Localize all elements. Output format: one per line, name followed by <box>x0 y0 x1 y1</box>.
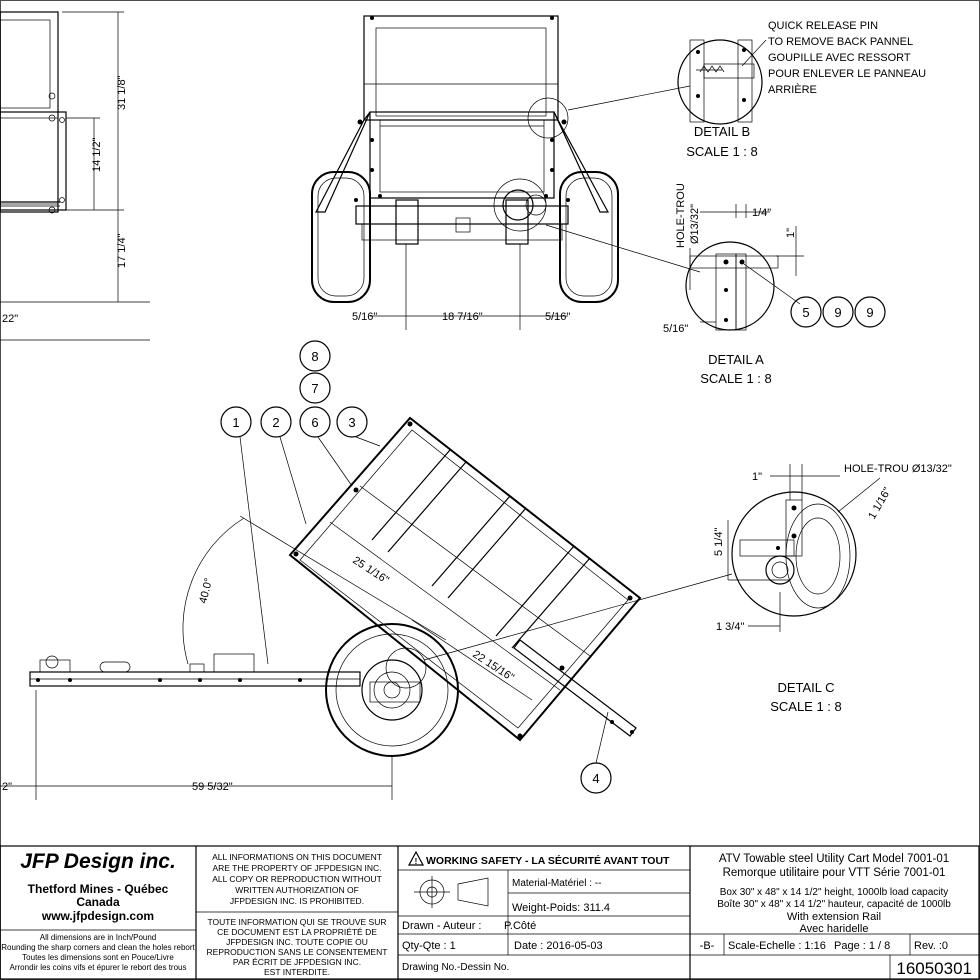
detail-b-note-5: ARRIÈRE <box>768 83 817 96</box>
detail-b-note-1: QUICK RELEASE PIN <box>768 20 878 32</box>
balloon-2: 2 <box>272 415 279 430</box>
detail-b: QUICK RELEASE PIN TO REMOVE BACK PANNEL … <box>677 20 926 159</box>
detail-c-dim-one: 1" <box>752 471 762 483</box>
detail-a-title: DETAIL A <box>708 352 764 367</box>
detail-a-balloon-2: 9 <box>834 305 841 320</box>
detail-c-hole: HOLE-TROU Ø13/32" <box>844 463 952 475</box>
rights-fr-3: JFPDESIGN INC. TOUTE COPIE OU <box>226 937 368 947</box>
scale: Scale-Echelle : 1:16 <box>728 940 826 952</box>
drawing-number: 16050301 <box>896 959 972 978</box>
detail-a-balloon-1: 5 <box>802 305 809 320</box>
balloon-3: 3 <box>348 415 355 430</box>
balloon-8: 8 <box>311 349 318 364</box>
rights-en-2: ARE THE PROPERTY OF JFPDESIGN INC. <box>212 863 381 873</box>
balloon-1: 1 <box>232 415 239 430</box>
rights-fr-5: PAR ÉCRIT DE JFPDESIGN INC. <box>233 957 361 967</box>
title-5: With extension Rail <box>787 911 881 923</box>
detail-a-dim-one: 1" <box>785 228 797 238</box>
company-name: JFP Design inc. <box>20 850 176 873</box>
title-3: Box 30" x 48" x 14 1/2" height, 1000lb l… <box>720 887 949 898</box>
rev: Rev. :0 <box>914 940 948 952</box>
drawn-label: Drawn - Auteur : <box>402 920 481 932</box>
rear-dim-center: 18 7/16" <box>442 311 483 323</box>
rear-view: 5/16" 18 7/16" 5/16" <box>311 15 701 330</box>
note-a3: Toutes les dimensions sont en Pouce/Livr… <box>22 953 174 962</box>
dim-22-top: 22" <box>2 313 18 325</box>
detail-c-dim-1-3-4: 1 3/4" <box>716 621 744 633</box>
detail-a-balloon-3: 9 <box>866 305 873 320</box>
detail-a-dim-5-16: 5/16" <box>663 323 688 335</box>
company-city: Thetford Mines - Québec <box>28 882 169 896</box>
rights-en-5: JFPDESIGN INC. IS PROHIBITED. <box>230 896 364 906</box>
rights-en-1: ALL INFORMATIONS ON THIS DOCUMENT <box>212 852 382 862</box>
company-website: www.jfpdesign.com <box>41 909 154 923</box>
balloon-7: 7 <box>311 381 318 396</box>
sheet-size: -B- <box>700 940 715 952</box>
rights-fr-2: CE DOCUMENT EST LA PROPRIÉTÉ DE <box>217 927 377 937</box>
drawn-name: P.Côté <box>504 920 536 932</box>
side-dim-59: 59 5/32" <box>192 781 233 793</box>
detail-c-title: DETAIL C <box>777 680 834 695</box>
weight: Weight-Poids: 311.4 <box>512 902 610 914</box>
detail-a-hole-dia: Ø13/32" <box>689 204 701 244</box>
detail-b-title: DETAIL B <box>694 124 750 139</box>
top-view: 31 1/8" 14 1/2" 17 1/4" 22" <box>0 11 150 341</box>
drawing-no-label: Drawing No.-Dessin No. <box>402 962 509 973</box>
date: Date : 2016-05-03 <box>514 940 603 952</box>
detail-b-note-3: GOUPILLE AVEC RESSORT <box>768 52 911 64</box>
rights-fr-1: TOUTE INFORMATION QUI SE TROUVE SUR <box>208 917 387 927</box>
title-1: ATV Towable steel Utility Cart Model 700… <box>719 853 949 865</box>
title-block: ! JFP Design inc. Thetford Mines - Québe… <box>0 845 980 980</box>
detail-c-dim-5-1-4: 5 1/4" <box>713 528 725 556</box>
side-dim-left: 2" <box>2 781 12 793</box>
safety-banner: WORKING SAFETY - LA SÉCURITÉ AVANT TOUT <box>426 854 670 867</box>
side-view: 40.0° 25 1/16" 22 15/16" 59 5/32" 2" 1 2… <box>0 340 733 800</box>
side-dim-22: 22 15/16" <box>470 648 516 684</box>
note-a1: All dimensions are in Inch/Pound <box>40 933 157 942</box>
detail-a: HOLE-TROU Ø13/32" 1/4" 1" 5/16" 5 9 9 DE… <box>663 183 886 386</box>
material: Material-Matériel : -- <box>512 878 601 889</box>
rights-fr-6: EST INTERDITE. <box>264 967 330 977</box>
rights-en-4: WRITTEN AUTHORIZATION OF <box>235 885 359 895</box>
rights-fr-4: REPRODUCTION SANS LE CONSENTEMENT <box>207 947 388 957</box>
dim-14-1-2: 14 1/2" <box>91 137 103 172</box>
detail-b-scale: SCALE 1 : 8 <box>686 144 758 159</box>
balloon-4: 4 <box>592 771 599 786</box>
detail-c: 1" HOLE-TROU Ø13/32" 1 1/16" 5 1/4" 1 3/… <box>713 463 952 714</box>
rights-en-3: ALL COPY OR REPRODUCTION WITHOUT <box>212 874 382 884</box>
rear-dim-left: 5/16" <box>352 311 377 323</box>
title-2: Remorque utilitaire pour VTT Série 7001-… <box>723 867 946 879</box>
note-a4: Arrondir les coins vifs et épurer le reb… <box>10 963 187 972</box>
detail-a-hole-label: HOLE-TROU <box>675 183 687 248</box>
side-dim-25: 25 1/16" <box>350 554 391 586</box>
page: Page : 1 / 8 <box>834 940 890 952</box>
balloon-6: 6 <box>311 415 318 430</box>
rear-dim-right: 5/16" <box>545 311 570 323</box>
title-4: Boîte 30" x 48" x 14 1/2" hauteur, capac… <box>717 899 951 910</box>
company-country: Canada <box>76 895 120 909</box>
dim-31-1-8: 31 1/8" <box>116 75 128 110</box>
svg-text:!: ! <box>415 857 418 866</box>
dim-17-1-4: 17 1/4" <box>116 233 128 268</box>
detail-c-scale: SCALE 1 : 8 <box>770 699 842 714</box>
title-6: Avec haridelle <box>800 923 869 935</box>
detail-b-note-4: POUR ENLEVER LE PANNEAU <box>768 68 926 80</box>
note-a2: Rounding the sharp corners and clean the… <box>1 943 195 952</box>
detail-a-dim-quarter: 1/4" <box>752 207 771 219</box>
detail-b-note-2: TO REMOVE BACK PANNEL <box>768 36 913 48</box>
qty: Qty-Qte : 1 <box>402 940 456 952</box>
detail-c-dim-1-1-16: 1 1/16" <box>866 486 894 522</box>
side-angle: 40.0° <box>197 577 215 605</box>
detail-a-scale: SCALE 1 : 8 <box>700 371 772 386</box>
